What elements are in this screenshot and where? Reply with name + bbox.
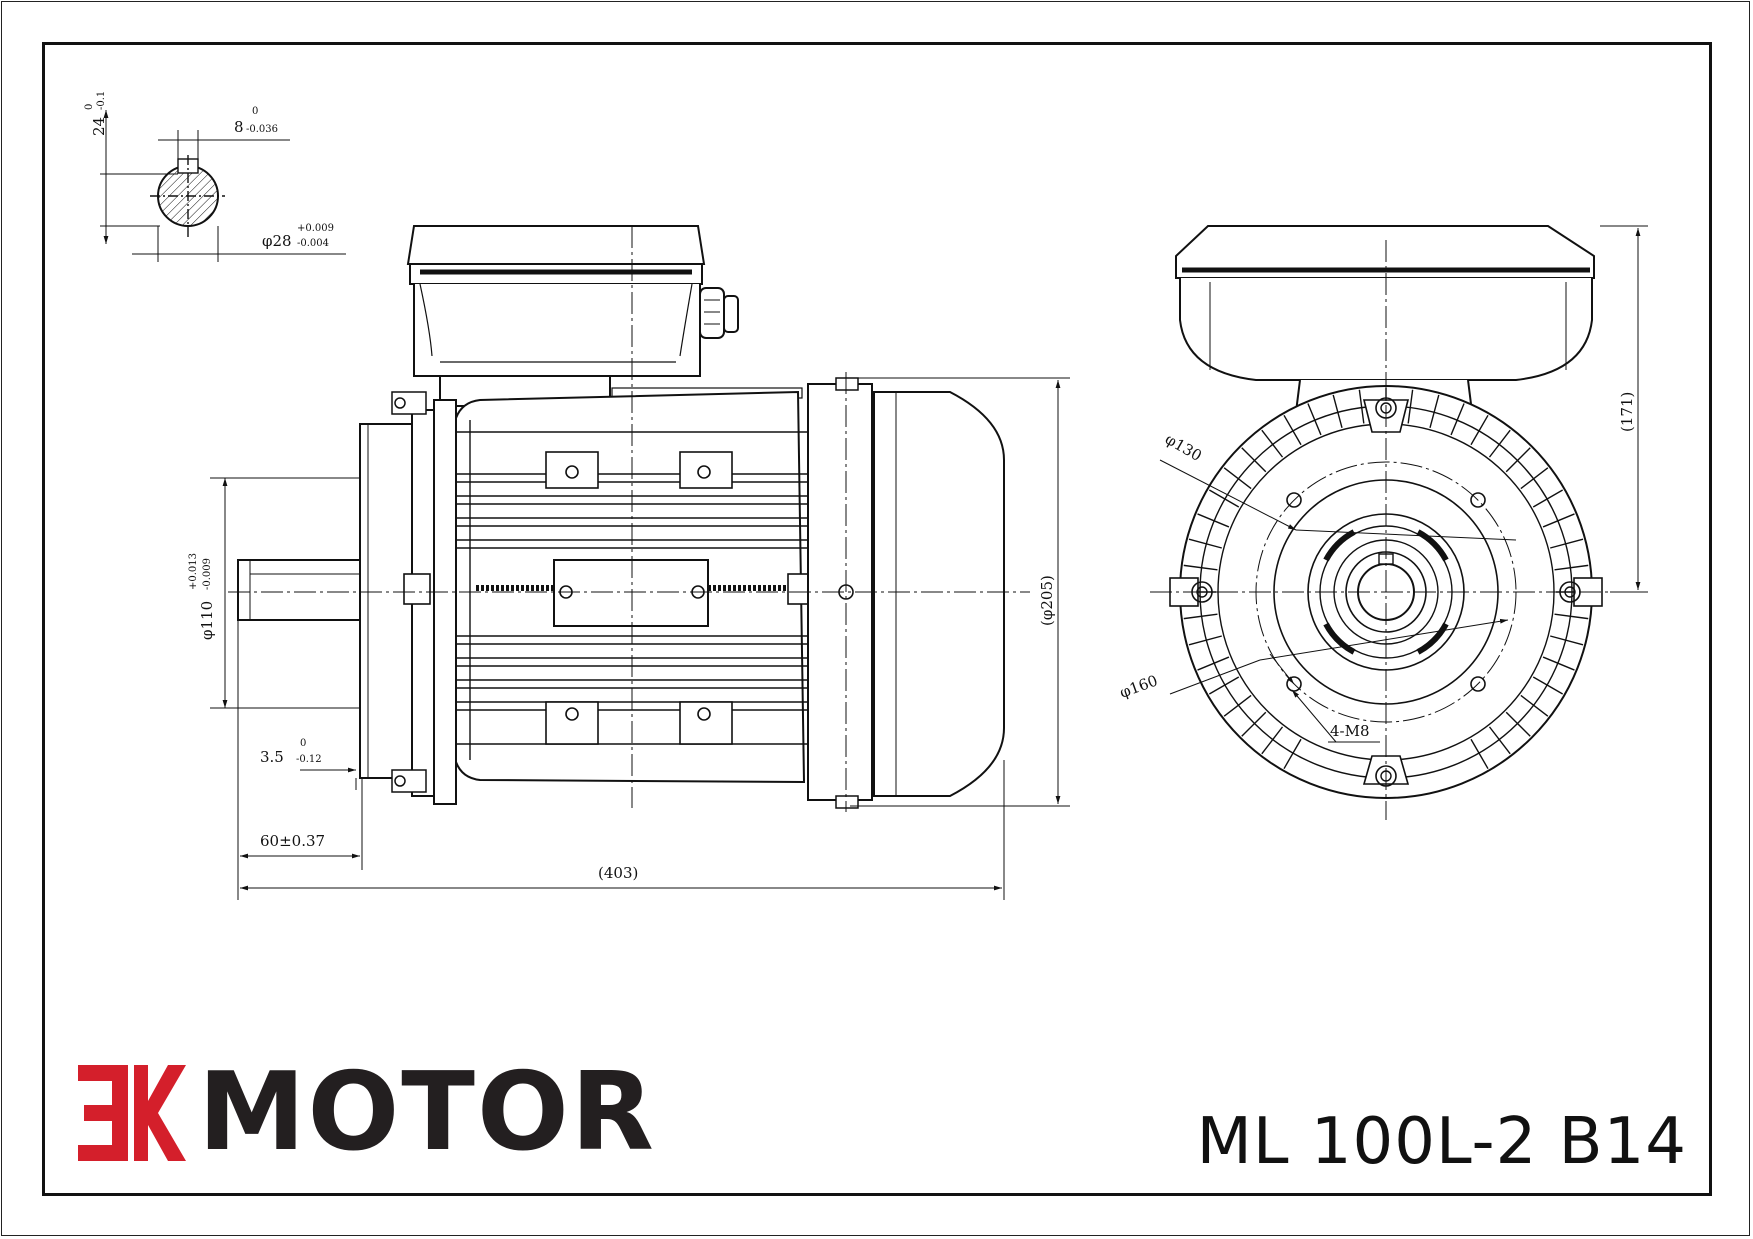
spigot-depth-tol-lower: -0.12 [296,754,322,765]
fin-line [1488,726,1511,755]
pcd-large-label: φ160 [1117,671,1160,701]
bolt-holes-label: 4-M8 [1330,722,1370,740]
shaft-length-label: 60±0.37 [260,832,325,850]
fin-line [1283,738,1302,770]
fin-line [1208,489,1240,508]
fin-line [1429,394,1440,428]
key-width-tol-lower: -0.036 [246,124,278,135]
shaft-dia-tol-upper: +0.009 [297,223,334,234]
key-height-tol-lower: -0.1 [96,91,107,110]
spigot-dia-label: φ110 [198,601,216,640]
fin-line [1208,676,1240,695]
fin-line [1183,613,1218,620]
shaft-section-detail [100,110,346,262]
spigot-dia-tol-lower: -0.009 [202,558,213,590]
fin-line [1550,538,1584,549]
fin-line [1532,489,1564,508]
fin-line [1283,414,1302,446]
fin-line [1261,429,1284,458]
brand-logo: 3K MOTOR [78,1050,656,1175]
fin-line [1554,613,1589,620]
end-view-centerlines [1150,240,1640,820]
shaft-dia-label: φ28 [262,232,292,250]
terminal-height-label: (171) [1618,392,1636,432]
pcd-small-label: φ130 [1162,430,1205,465]
brand-mark-3k: 3K [78,1065,186,1161]
fin-line [1505,711,1531,737]
fin-line [1183,564,1218,571]
key-height-tol-upper: 0 [84,104,95,110]
motor-side-view [237,225,1005,809]
fin-line [1188,538,1222,549]
fin-line [1197,656,1230,671]
overall-length-label: (403) [598,864,638,882]
spigot-dia-tol-upper: +0.013 [188,553,199,590]
fin-line [1358,389,1365,424]
brand-name: MOTOR [198,1050,656,1175]
fin-line [1470,414,1489,446]
side-view-centerlines [228,226,1030,812]
fin-line [1542,513,1575,528]
fin-line [1520,467,1549,490]
fin-line [1488,429,1511,458]
frame-dia-label: (φ205) [1038,575,1056,626]
spigot-depth-label: 3.5 [260,748,284,766]
fin-line [1542,656,1575,671]
key-height-label: 24 [90,117,108,136]
shaft-dia-tol-lower: -0.004 [297,238,329,249]
fin-line [1550,635,1584,646]
fin-line [1261,726,1284,755]
fin-line [1407,389,1414,424]
fin-line [1532,676,1564,695]
fin-line [1188,635,1222,646]
fin-line [1505,447,1531,473]
fin-line [1450,403,1465,436]
spigot-depth-tol-upper: 0 [300,738,306,749]
fin-line [1223,694,1252,717]
fin-line [1470,738,1489,770]
fin-line [1241,711,1267,737]
fin-line [1307,403,1322,436]
side-view-dimension-lines [210,377,1070,900]
key-width-label: 8 [234,118,244,136]
fin-line [1223,467,1252,490]
drawing-frame [42,42,1712,1196]
fin-line [1197,513,1230,528]
fin-line [1554,564,1589,571]
fin-line [1520,694,1549,717]
fin-line [1241,447,1267,473]
fin-line [1332,394,1343,428]
end-view-dimension-lines [1159,225,1648,743]
model-code: ML 100L-2 B14 [1196,1105,1687,1179]
key-width-tol-upper: 0 [252,106,258,117]
